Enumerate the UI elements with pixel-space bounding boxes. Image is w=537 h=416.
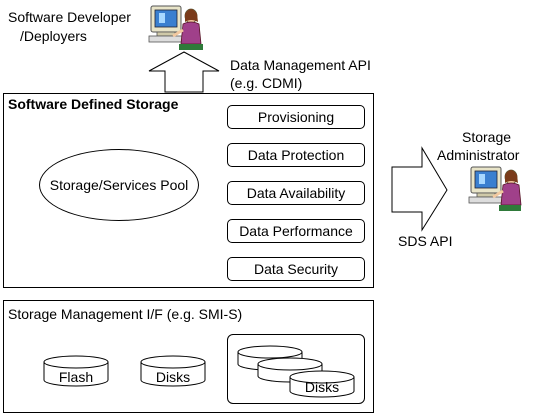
developer-icon <box>148 5 203 50</box>
sds-container <box>3 93 374 288</box>
storage-mgmt-title: Storage Management I/F (e.g. SMI-S) <box>8 306 243 322</box>
admin-label-line2: Administrator <box>437 147 520 163</box>
admin-label-line1: Storage <box>462 129 512 145</box>
data-mgmt-api-label-line2: (e.g. CDMI) <box>230 75 303 91</box>
service-provisioning: Provisioning <box>227 105 365 129</box>
flash-label: Flash <box>58 369 94 385</box>
service-data-performance: Data Performance <box>227 219 365 243</box>
developer-label-line2: /Deployers <box>20 28 87 44</box>
disks-group-box <box>227 334 365 404</box>
sds-title: Software Defined Storage <box>8 96 179 112</box>
service-data-protection: Data Protection <box>227 143 365 167</box>
sds-api-label: SDS API <box>398 233 453 249</box>
storage-services-pool-label: Storage/Services Pool <box>49 177 189 193</box>
developer-label-line1: Software Developer <box>8 9 131 25</box>
disks-label: Disks <box>155 369 191 385</box>
service-data-security: Data Security <box>227 257 365 281</box>
data-mgmt-api-arrow <box>148 51 220 93</box>
disk-stack-cylinder-3 <box>289 370 355 398</box>
sds-api-arrow <box>391 146 448 232</box>
data-mgmt-api-label-line1: Data Management API <box>230 57 371 73</box>
service-data-availability: Data Availability <box>227 181 365 205</box>
admin-icon <box>468 166 522 211</box>
flash-cylinder <box>43 355 109 387</box>
storage-mgmt-container <box>3 300 374 413</box>
disks-cylinder <box>140 355 206 387</box>
storage-services-pool: Storage/Services Pool <box>39 149 199 221</box>
disks-group-label: Disks <box>304 379 340 395</box>
